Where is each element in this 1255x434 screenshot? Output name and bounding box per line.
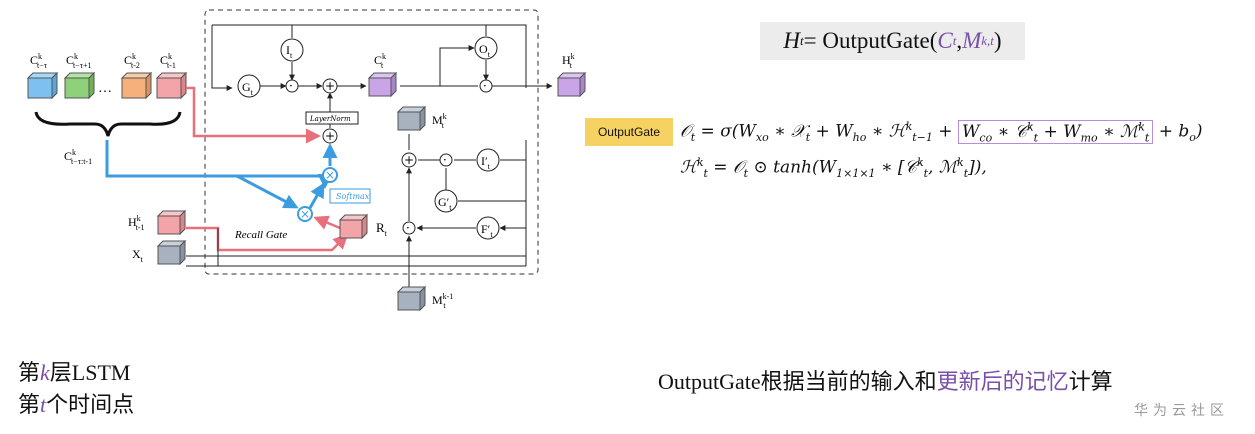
cube-m-prev bbox=[396, 285, 427, 312]
label-dots: … bbox=[98, 81, 112, 96]
g-prime-gate bbox=[434, 189, 458, 213]
sum-symbol-lower: + bbox=[325, 129, 335, 143]
label-softmax: Softmax bbox=[336, 192, 370, 201]
layer-time-note: 第k层LSTM 第t个时间点 bbox=[18, 360, 135, 417]
label-r-t: Rt bbox=[376, 220, 388, 238]
formula-memory-highlight: Wco ∗ 𝒞kt + Wmo ∗ ℳkt bbox=[957, 119, 1154, 144]
cube-c-t-tau-plus-1 bbox=[63, 71, 96, 100]
cube-h-t bbox=[556, 71, 587, 98]
r-to-recall bbox=[313, 215, 341, 230]
cube-x-t bbox=[156, 239, 187, 266]
cube-r-t bbox=[338, 213, 369, 240]
label-x-t: Xt bbox=[132, 247, 144, 264]
m-forget-mult-symbol: · bbox=[406, 221, 410, 235]
label-f-prime: F′t bbox=[481, 222, 493, 239]
softmax-box bbox=[329, 188, 371, 204]
watermark: 华为云社区 bbox=[1134, 403, 1229, 419]
cube-c-t-tau bbox=[26, 71, 59, 100]
softmax-multiply-symbol: × bbox=[325, 168, 335, 182]
label-o-t: Ot bbox=[479, 42, 491, 59]
o-mult-symbol: · bbox=[483, 79, 487, 93]
m-sum-symbol: + bbox=[404, 153, 414, 167]
i-t-gate bbox=[280, 38, 304, 62]
ctx-to-recall bbox=[236, 174, 299, 209]
recall-to-softmax bbox=[308, 182, 325, 209]
x-path bbox=[186, 228, 526, 267]
recall-multiply-symbol: × bbox=[300, 207, 310, 221]
output-gate-caption: OutputGate根据当前的输入和更新后的记忆计算 bbox=[658, 369, 1113, 394]
g-mult-symbol: · bbox=[289, 79, 293, 93]
label-i-prime: I′t bbox=[481, 154, 491, 171]
layernorm-box bbox=[305, 111, 359, 125]
cube-c-t-2 bbox=[120, 71, 153, 100]
sum-symbol-upper: + bbox=[325, 79, 335, 93]
label-g-t: Gt bbox=[242, 80, 254, 97]
cell-boundary bbox=[204, 9, 539, 275]
formula-hidden-state: ℋkt = 𝒪t ⊙ tanh(W1×1×1 ∗ [𝒞kt, ℳkt]), bbox=[680, 156, 987, 181]
i-prime-gate bbox=[476, 148, 500, 172]
cube-m-t bbox=[396, 105, 427, 132]
formula-output-gate: 𝒪t = σ(Wxo ∗ 𝒳t + Who ∗ ℋkt−1 + Wco ∗ 𝒞k… bbox=[680, 119, 1203, 145]
o-t-gate bbox=[474, 36, 498, 60]
recall-multiply-node bbox=[297, 206, 313, 222]
m-sum-node bbox=[401, 152, 417, 168]
cube-c-t bbox=[367, 71, 398, 98]
brace bbox=[34, 111, 182, 137]
label-g-prime: G′t bbox=[438, 195, 452, 212]
label-i-t: It bbox=[286, 43, 293, 60]
sum-node-lower bbox=[322, 128, 338, 144]
output-gate-tag: OutputGate bbox=[585, 118, 673, 146]
softmax-multiply-node bbox=[322, 167, 338, 183]
label-layernorm: LayerNorm bbox=[309, 115, 351, 123]
ctx-path bbox=[105, 140, 333, 189]
c-prev-path bbox=[186, 86, 321, 144]
cube-h-prev bbox=[156, 209, 187, 236]
label-recall-gate: Recall Gate bbox=[234, 229, 287, 241]
cube-c-t-1 bbox=[155, 71, 188, 100]
m-input-mult-symbol: · bbox=[443, 153, 447, 167]
